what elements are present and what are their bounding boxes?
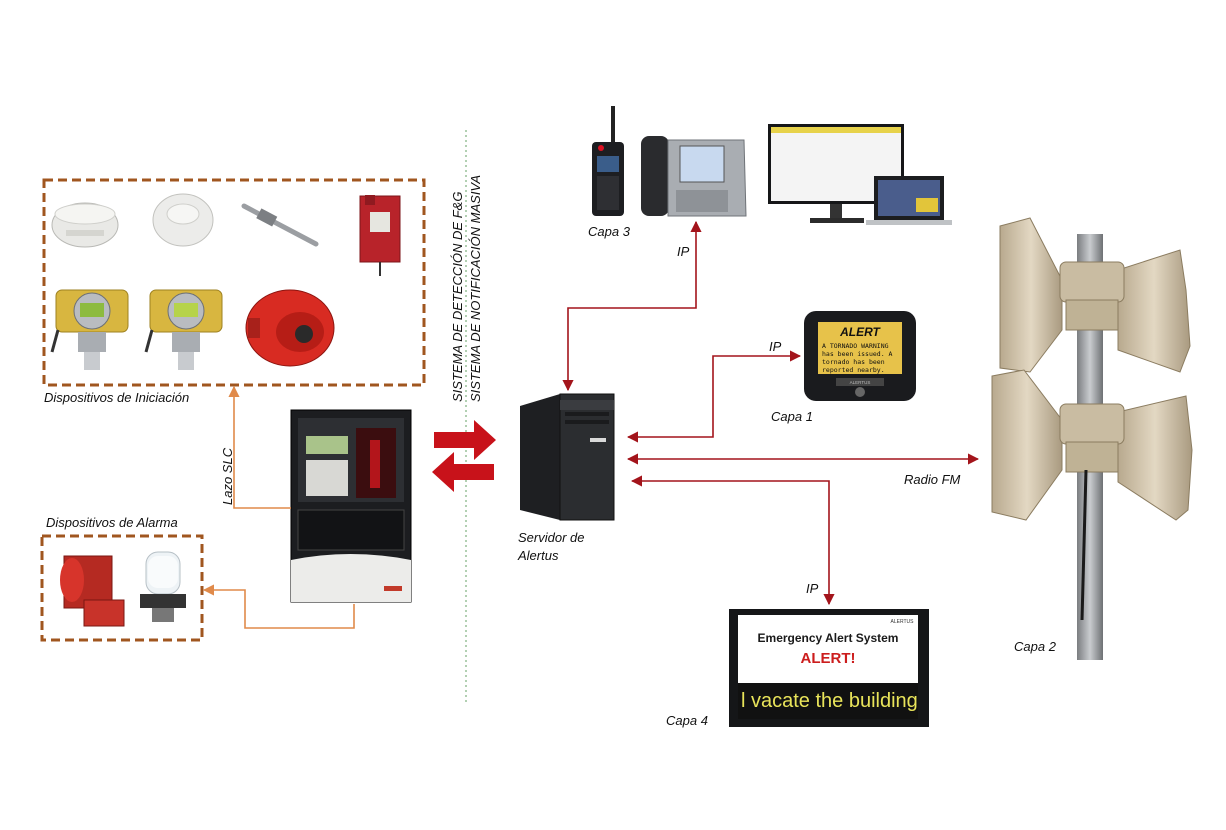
horn-strobe-icon bbox=[60, 555, 125, 627]
signage-alert: ALERT! bbox=[801, 650, 856, 667]
temperature-probe-icon bbox=[241, 203, 319, 247]
initiation-devices-box bbox=[42, 178, 426, 387]
alertus-server-icon bbox=[520, 393, 615, 521]
layer3-label: Capa 3 bbox=[588, 224, 630, 239]
initiation-devices-label: Dispositivos de Iniciación bbox=[44, 390, 190, 405]
smoke-detector-icon bbox=[51, 202, 119, 248]
fg-system-label: SISTEMA DE DETECCIÓN DE F&G bbox=[450, 191, 465, 402]
beacon-line: A TORNADO WARNING bbox=[822, 342, 889, 350]
fire-alarm-control-panel-icon bbox=[290, 409, 412, 603]
manual-pull-station-icon bbox=[359, 195, 401, 276]
slc-loop-label: Lazo SLC bbox=[220, 447, 235, 505]
outdoor-siren-tower-icon bbox=[991, 217, 1193, 660]
laptop-icon bbox=[866, 176, 952, 225]
beacon-header: ALERT bbox=[839, 325, 881, 339]
alarm-devices-box bbox=[40, 534, 204, 642]
beacon-brand: ALERTUS bbox=[850, 380, 871, 385]
slc-loop-connector bbox=[228, 385, 291, 509]
beacon-line: tornado has been bbox=[822, 358, 885, 366]
ip-label-layer3: IP bbox=[677, 244, 690, 259]
server-label: Servidor de bbox=[518, 530, 585, 545]
alarm-connector bbox=[202, 584, 355, 629]
digital-signage-display-icon bbox=[729, 609, 929, 727]
ip-label-layer4: IP bbox=[806, 581, 819, 596]
mass-notification-label: SISTEMA DE NOTIFICACIÓN MASIVA bbox=[468, 174, 483, 402]
beacon-line: has been issued. A bbox=[822, 350, 893, 358]
two-way-radio-icon bbox=[592, 106, 624, 216]
big-arrow-left-icon bbox=[432, 452, 494, 492]
alarm-devices-label: Dispositivos de Alarma bbox=[46, 515, 178, 530]
signage-title: Emergency Alert System bbox=[758, 631, 899, 645]
big-arrow-right-icon bbox=[434, 420, 496, 460]
layer1-label: Capa 1 bbox=[771, 409, 813, 424]
signage-brand: ALERTUS bbox=[891, 619, 915, 625]
server-layer3-connector bbox=[562, 220, 702, 392]
gas-detector-icon bbox=[50, 289, 129, 370]
server-label: Alertus bbox=[518, 548, 559, 563]
beacon-light-icon bbox=[140, 551, 186, 622]
beacon-line: reported nearby. bbox=[822, 366, 885, 374]
signage-ticker: l vacate the building bbox=[741, 690, 918, 712]
flame-detector-icon bbox=[245, 289, 335, 367]
desktop-monitor-icon bbox=[768, 124, 904, 223]
desktop-alert-beacon-icon bbox=[804, 311, 916, 401]
ip-label-layer1: IP bbox=[769, 339, 782, 354]
server-layer1-connector bbox=[626, 350, 802, 443]
heat-detector-icon bbox=[152, 193, 214, 247]
layer4-label: Capa 4 bbox=[666, 713, 708, 728]
gas-detector-icon bbox=[144, 289, 223, 370]
radio-fm-label: Radio FM bbox=[904, 472, 961, 487]
layer2-label: Capa 2 bbox=[1014, 639, 1056, 654]
ip-phone-icon bbox=[641, 136, 747, 217]
server-layer4-connector bbox=[630, 475, 835, 606]
